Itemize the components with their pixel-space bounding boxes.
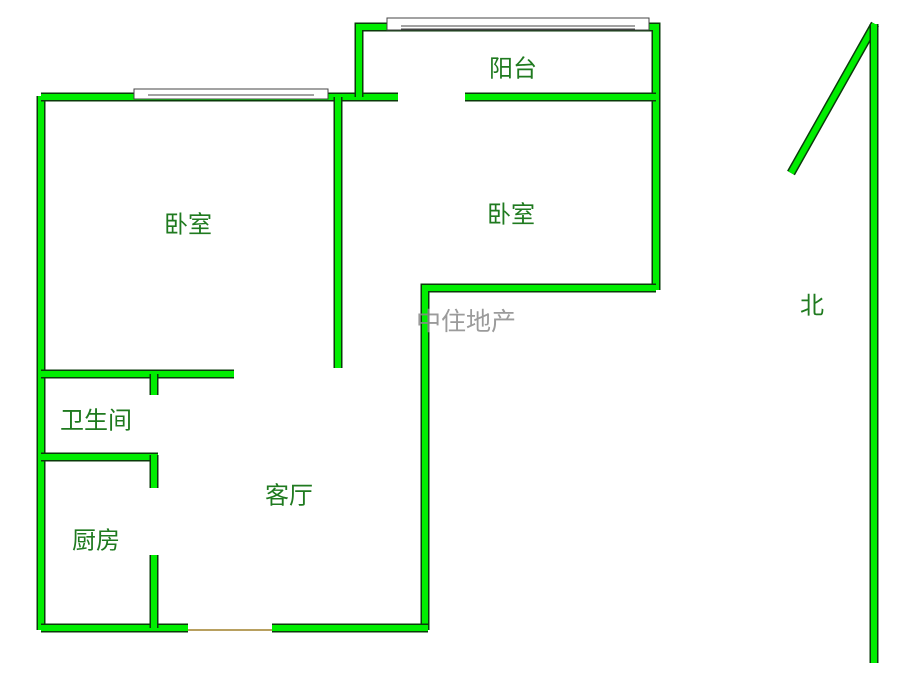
wall-bedroom-right-bottom: [420, 283, 656, 630]
room-label-balcony: 阳台: [489, 54, 537, 83]
room-label-bedroom-right: 卧室: [487, 200, 535, 229]
window-balcony: [386, 17, 650, 31]
room-label-bathroom: 卫生间: [60, 406, 132, 435]
room-label-living-room: 客厅: [265, 481, 313, 510]
windows: [133, 17, 650, 100]
north-label: 北: [800, 291, 824, 320]
room-label-bedroom-left: 卧室: [164, 210, 212, 239]
window-bedroom-left: [133, 88, 329, 100]
room-label-kitchen: 厨房: [72, 526, 120, 555]
watermark: 中住地产: [415, 307, 517, 336]
north-arrow-diagonal: [787, 21, 879, 176]
